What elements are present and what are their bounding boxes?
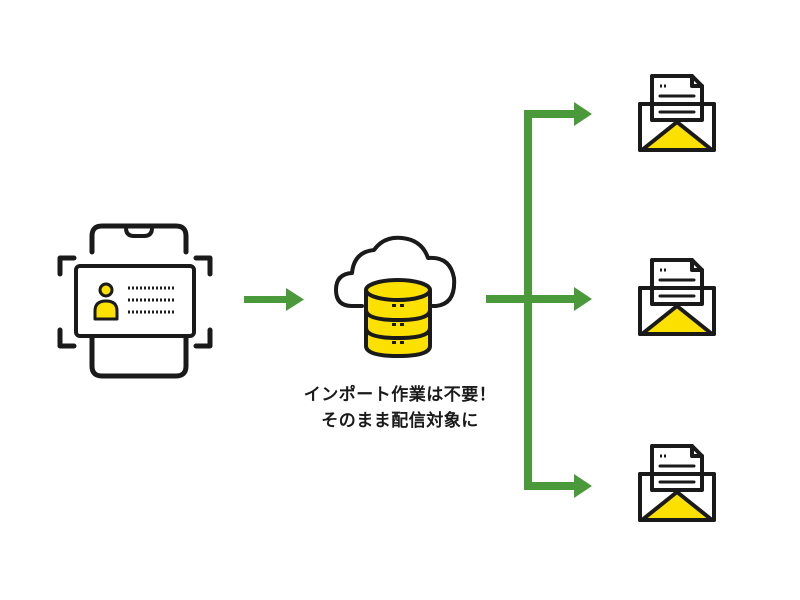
branch-arrows [486, 102, 592, 498]
arrow-to-database [244, 288, 304, 311]
email-envelope-icon [638, 74, 716, 152]
smartphone-id-card-scan-icon [57, 223, 213, 379]
email-envelope-icon [638, 258, 716, 336]
email-envelope-icon [638, 444, 716, 522]
cloud-database-icon [334, 235, 457, 358]
diagram-caption: インポート作業は不要！ そのまま配信対象に [250, 382, 550, 434]
caption-line-2: そのまま配信対象に [321, 411, 479, 431]
caption-line-1: インポート作業は不要！ [303, 385, 497, 405]
